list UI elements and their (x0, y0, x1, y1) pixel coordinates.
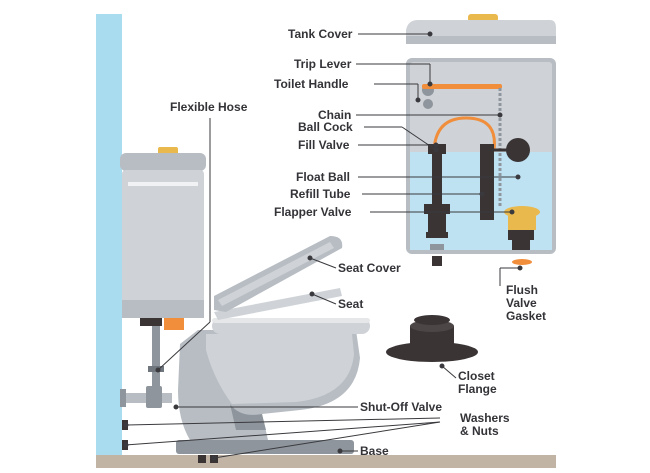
overflow-tube (480, 144, 494, 220)
toilet-tank (120, 147, 206, 330)
label-washers-nuts: Washers& Nuts (460, 412, 530, 438)
label-trip-lever: Trip Lever (294, 58, 351, 71)
flush-valve-gasket-part (512, 259, 532, 265)
tank-cover (406, 14, 556, 44)
label-seat: Seat (338, 298, 363, 311)
label-refill-tube: Refill Tube (290, 188, 350, 201)
float-ball-part (506, 138, 530, 162)
label-base: Base (360, 445, 389, 458)
wall (96, 14, 122, 458)
fill-valve-part (432, 154, 442, 206)
label-float-ball: Float Ball (296, 171, 350, 184)
toilet-bowl (176, 330, 360, 454)
label-tank-cover: Tank Cover (288, 28, 352, 41)
label-toilet-handle: Toilet Handle (274, 78, 348, 91)
label-seat-cover: Seat Cover (338, 262, 401, 275)
floor (96, 455, 556, 468)
label-fill-valve: Fill Valve (298, 139, 349, 152)
toilet-base (176, 440, 354, 454)
flexible-hose (148, 322, 164, 388)
label-flapper-valve: Flapper Valve (274, 206, 351, 219)
tank-cross-section (406, 58, 556, 266)
label-ball-cock: Ball Cock (298, 121, 353, 134)
trip-lever-part (422, 84, 502, 89)
label-flexible-hose: Flexible Hose (170, 101, 247, 114)
closet-flange (386, 315, 478, 362)
shut-off-valve (120, 386, 172, 408)
label-shut-off-valve: Shut-Off Valve (360, 401, 442, 414)
